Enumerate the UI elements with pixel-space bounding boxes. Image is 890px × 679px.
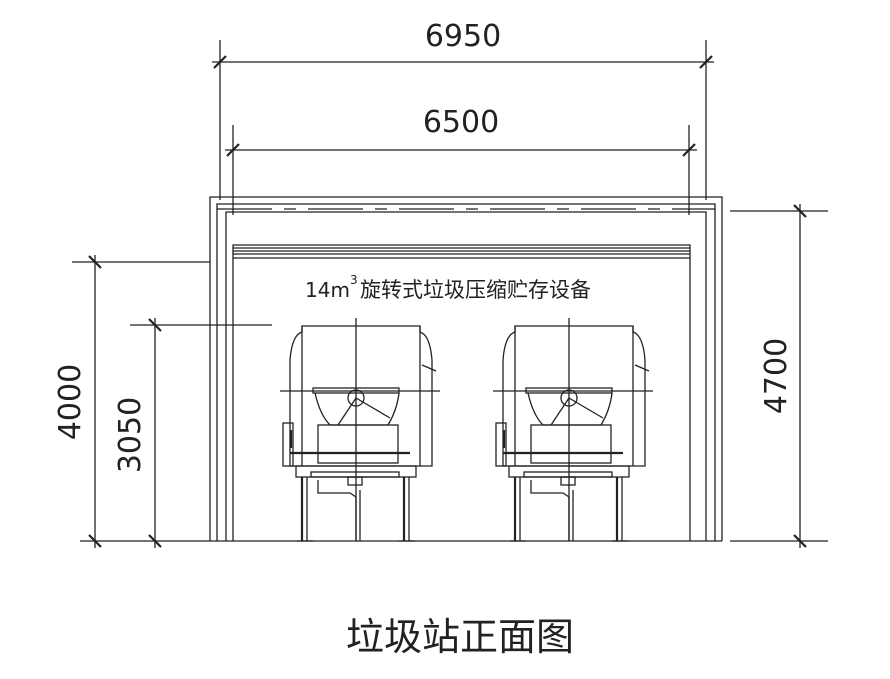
label-prefix: 14m: [305, 278, 350, 302]
dimension-inner-width: 6500: [225, 105, 697, 215]
compactor-machine-2: [491, 316, 655, 543]
equipment-label: 14m 3 旋转式垃圾压缩贮存设备: [305, 273, 591, 302]
dimension-height-4000: 4000: [53, 255, 210, 548]
building-frame: [80, 196, 723, 542]
label-superscript: 3: [350, 273, 358, 287]
dim-text-6500: 6500: [423, 105, 499, 140]
drawing-title: 垃圾站正面图: [346, 615, 574, 659]
label-text: 旋转式垃圾压缩贮存设备: [360, 278, 591, 302]
dim-text-6950: 6950: [425, 19, 501, 54]
dimension-overall-width: 6950: [212, 19, 714, 200]
dim-text-3050: 3050: [113, 397, 148, 473]
dimension-height-3050: 3050: [113, 318, 272, 548]
dimension-height-4700: 4700: [730, 204, 828, 548]
dim-text-4700: 4700: [759, 338, 794, 414]
dim-text-4000: 4000: [53, 364, 88, 440]
compactor-machine-1: [278, 316, 442, 543]
